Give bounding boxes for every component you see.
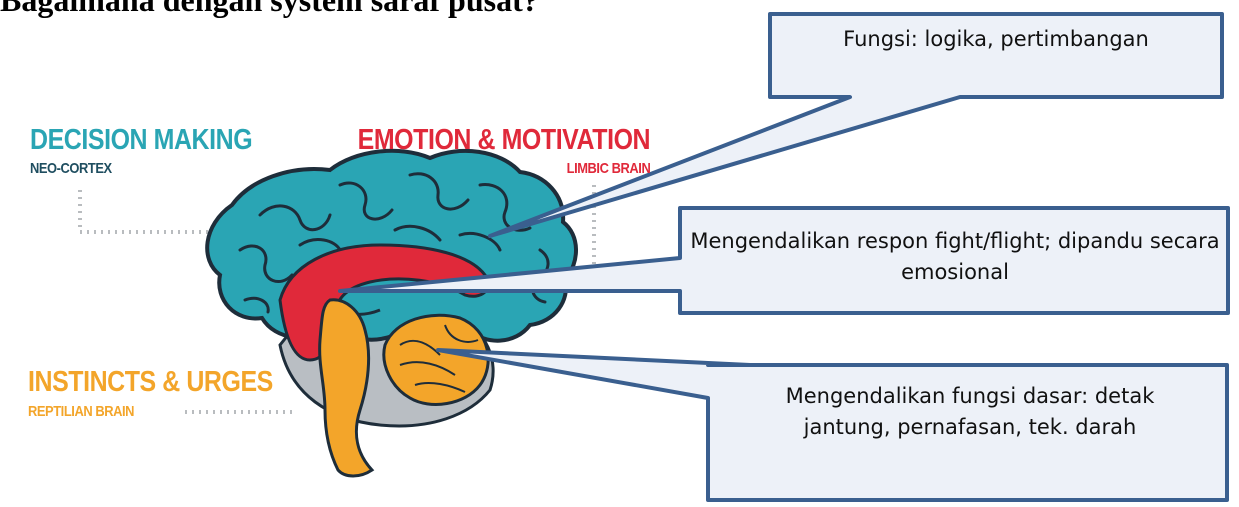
neo-cortex-label: NEO-CORTEX	[30, 160, 112, 177]
instincts-urges-label: INSTINCTS & URGES	[28, 366, 273, 399]
emotion-motivation-label: EMOTION & MOTIVATION	[357, 124, 650, 157]
cerebellum-shape	[384, 315, 488, 404]
limbic-brain-label: LIMBIC BRAIN	[566, 160, 650, 177]
neocortex-leader-line	[80, 190, 225, 232]
brainstem-shape	[320, 300, 372, 476]
callout-reptilian-text: Mengendalikan fungsi dasar: detak jantun…	[760, 381, 1180, 443]
callout-limbic-text: Mengendalikan respon fight/flight; dipan…	[690, 226, 1220, 288]
decision-making-label: DECISION MAKING	[30, 124, 252, 157]
reptilian-brain-label: REPTILIAN BRAIN	[28, 403, 134, 420]
callout-neocortex-text: Fungsi: logika, pertimbangan	[770, 24, 1222, 55]
